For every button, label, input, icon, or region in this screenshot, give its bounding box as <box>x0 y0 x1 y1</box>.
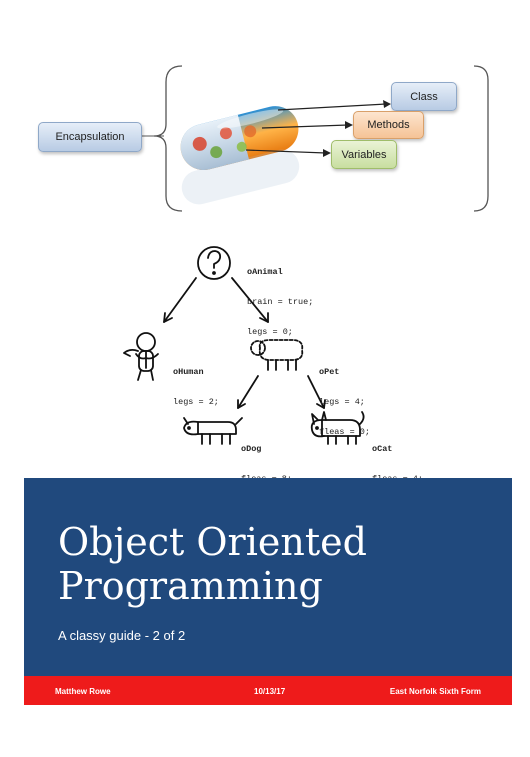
cat-name: oCat <box>372 444 393 454</box>
animal-brain: brain = true; <box>247 297 314 307</box>
inheritance-graphics <box>123 246 365 445</box>
question-icon <box>197 246 231 280</box>
organisation: East Norfolk Sixth Form <box>389 687 481 696</box>
title-banner: Object Oriented Programming A classy gui… <box>24 478 512 676</box>
document-title: Object Oriented Programming <box>58 520 498 608</box>
author: Matthew Rowe <box>55 687 111 696</box>
human-label: oHuman legs = 2; <box>173 347 219 427</box>
human-icon <box>123 332 159 381</box>
dog-icon <box>183 417 243 445</box>
human-name: oHuman <box>173 367 204 377</box>
left-brace <box>153 65 183 212</box>
methods-box: Methods <box>353 111 424 139</box>
date: 10/13/17 <box>254 687 286 696</box>
pet-label: oPet legs = 4; fleas = 0; <box>319 347 370 457</box>
human-legs: legs = 2; <box>173 397 219 407</box>
encapsulation-graphics <box>140 65 489 212</box>
class-box: Class <box>391 82 457 111</box>
pet-name: oPet <box>319 367 340 377</box>
document-subtitle: A classy guide - 2 of 2 <box>58 628 186 643</box>
dog-name: oDog <box>241 444 262 454</box>
pet-legs: legs = 4; <box>319 397 365 407</box>
animal-name: oAnimal <box>247 267 283 277</box>
cat-icon <box>310 411 365 445</box>
animal-label: oAnimal brain = true; legs = 0; <box>247 247 313 357</box>
pet-fleas: fleas = 0; <box>319 427 371 437</box>
capsule-icon <box>180 106 299 171</box>
title-line-1: Object Oriented <box>58 520 367 564</box>
animal-legs: legs = 0; <box>247 327 293 337</box>
pet-icon <box>250 339 304 371</box>
footer-bar: Matthew Rowe 10/13/17 East Norfolk Sixth… <box>24 676 512 705</box>
encapsulation-box: Encapsulation <box>38 122 142 152</box>
variables-box: Variables <box>331 140 397 169</box>
title-line-2: Programming <box>58 564 323 608</box>
right-brace <box>473 65 489 212</box>
